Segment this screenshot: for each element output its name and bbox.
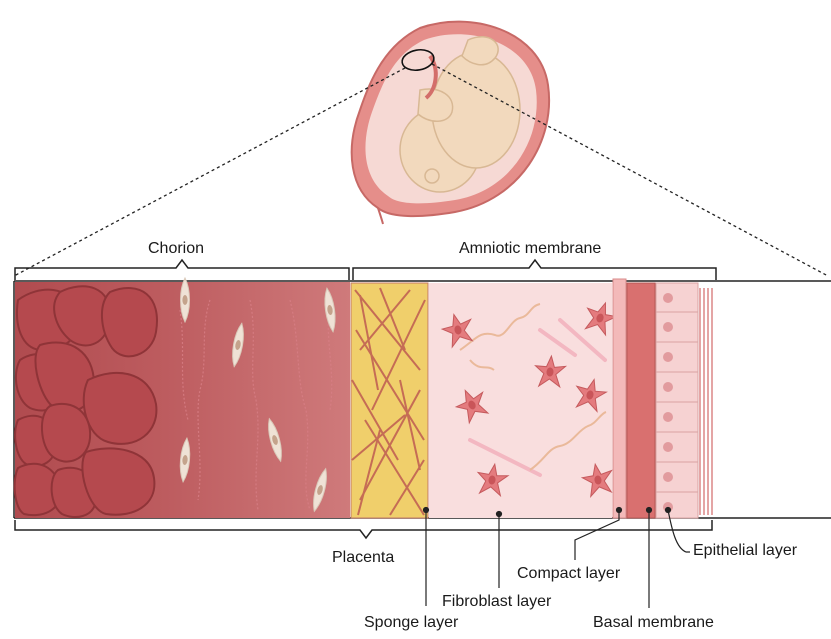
amniotic-membrane-label: Amniotic membrane <box>459 240 601 258</box>
placenta-bracket <box>15 520 712 538</box>
amniotic-bracket <box>353 260 716 280</box>
fibroblast-layer-label: Fibroblast layer <box>442 593 551 611</box>
chorion-bracket <box>15 260 349 280</box>
chorion-layer <box>15 278 350 518</box>
basal-membrane <box>627 283 655 518</box>
pregnant-uterus-icon <box>352 22 549 224</box>
fibroblast-layer <box>429 283 620 518</box>
sponge-layer <box>351 283 428 518</box>
placenta-label: Placenta <box>332 549 394 567</box>
chorion-label: Chorion <box>148 240 204 258</box>
epithelial-layer <box>656 283 712 518</box>
basal-membrane-label: Basal membrane <box>593 614 714 632</box>
compact-layer <box>613 279 626 518</box>
compact-layer-label: Compact layer <box>517 565 620 583</box>
sponge-layer-label: Sponge layer <box>364 614 458 632</box>
epithelial-layer-label: Epithelial layer <box>693 542 797 560</box>
